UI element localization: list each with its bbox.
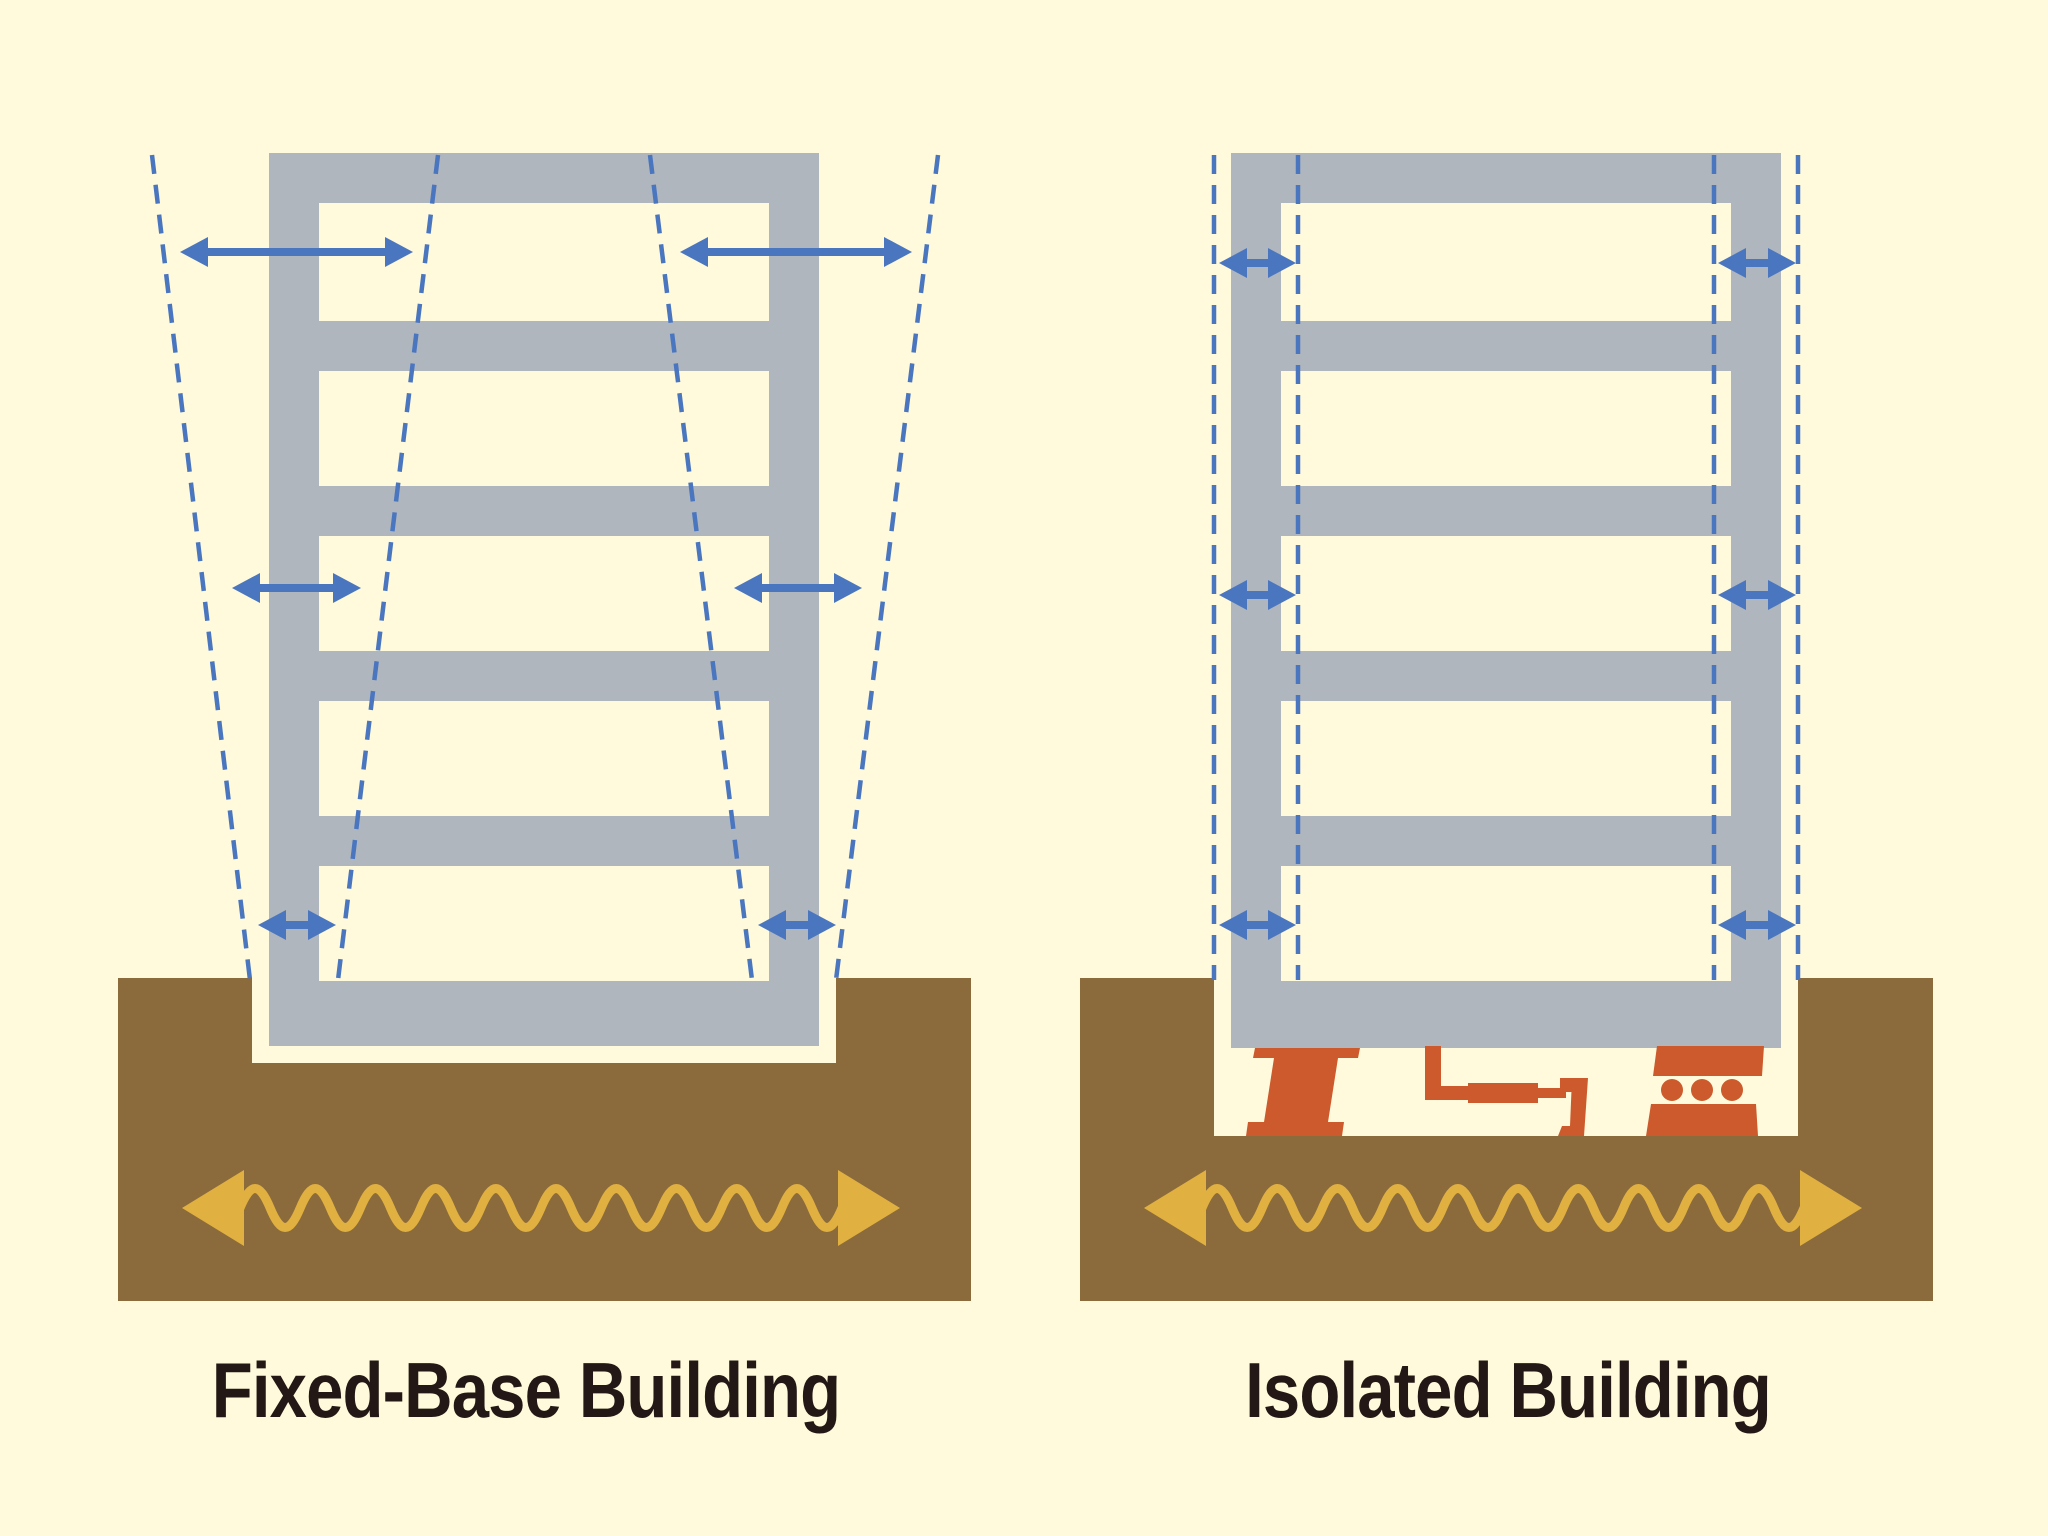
displacement-arrow-mid-left-head-right	[1268, 580, 1296, 610]
deflection-line-left-inner	[335, 154, 441, 981]
displacement-arrow-top-left	[1219, 248, 1296, 278]
damper-upper-bracket	[1425, 1046, 1441, 1098]
displacement-arrow-top-right-head-left	[680, 237, 708, 267]
fixed-building-floor-beam	[269, 651, 819, 701]
displacement-arrow-bottom-left-head-left	[258, 910, 286, 940]
displacement-arrow-mid-right	[734, 573, 862, 603]
displacement-arrow-bottom-right-head-left	[758, 910, 786, 940]
ground-motion-arrow-left	[1144, 1170, 1206, 1246]
fixed-base-building-label: Fixed-Base Building	[211, 1346, 841, 1434]
displacement-arrow-mid-left	[1219, 580, 1296, 610]
displacement-arrow-bottom-right-head-right	[1768, 910, 1796, 940]
ground-motion-arrow-left	[182, 1170, 244, 1246]
isolated-building-right-column	[1731, 153, 1781, 1008]
displacement-arrow-top-left-head-right	[385, 237, 413, 267]
displacement-arrow-mid-right-head-right	[834, 573, 862, 603]
ground-motion-left	[182, 1170, 900, 1246]
displacement-arrow-bottom-left-head-right	[1268, 910, 1296, 940]
displacement-arrow-mid-left-head-left	[1219, 580, 1247, 610]
displacement-arrow-mid-right-head-right	[1768, 580, 1796, 610]
displacement-arrow-bottom-left	[1219, 910, 1296, 940]
displacement-arrow-top-right-head-right	[884, 237, 912, 267]
fixed-building-floor-beam	[269, 321, 819, 371]
fixed-base-panel	[118, 153, 971, 1301]
roller-bearing	[1646, 1046, 1764, 1136]
displacement-arrow-bottom-left	[258, 910, 336, 940]
displacement-arrow-top-left-head-left	[180, 237, 208, 267]
deflection-line-left-outer	[149, 154, 253, 981]
displacement-arrow-bottom-left-head-left	[1219, 910, 1247, 940]
displacement-arrow-top-right-head-right	[1768, 248, 1796, 278]
damper-upper-arm	[1425, 1086, 1471, 1100]
roller-ball	[1721, 1079, 1743, 1101]
fixed-building-left-column	[269, 153, 319, 1046]
displacement-arrow-mid-left-head-right	[333, 573, 361, 603]
deflection-line-right-outer	[833, 154, 941, 981]
deflection-line-right-inner	[647, 154, 755, 981]
ground-motion-right	[1144, 1170, 1862, 1246]
displacement-arrow-top-right	[680, 237, 912, 267]
isolated-building-base-beam	[1231, 981, 1781, 1048]
displacement-arrow-mid-left-head-left	[232, 573, 260, 603]
isolated-building-floor-beam	[1231, 816, 1781, 866]
displacement-arrow-top-left-head-right	[1268, 248, 1296, 278]
isolated-panel	[1080, 153, 1933, 1301]
ground-motion-wave	[235, 1184, 847, 1232]
isolated-building-roof-beam	[1231, 153, 1781, 203]
seismic-isolators	[1246, 1046, 1764, 1136]
fixed-building-floor-beam	[269, 816, 819, 866]
displacement-arrow-top-left-head-left	[1219, 248, 1247, 278]
displacement-arrow-top-right-head-left	[1718, 248, 1746, 278]
displacement-arrow-bottom-left-head-right	[308, 910, 336, 940]
displacement-arrow-top-right	[1718, 248, 1796, 278]
elastomeric-bearing	[1246, 1048, 1360, 1136]
displacement-arrow-mid-right-head-left	[1718, 580, 1746, 610]
roller-ball	[1661, 1079, 1683, 1101]
damper-rod	[1536, 1088, 1566, 1098]
displacement-arrow-mid-left	[232, 573, 361, 603]
ground-motion-wave	[1197, 1184, 1809, 1232]
isolated-building-label: Isolated Building	[1245, 1346, 1772, 1434]
displacement-arrow-bottom-right-head-left	[1718, 910, 1746, 940]
isolated-building-floor-beam	[1231, 651, 1781, 701]
ground-motion-arrow-right	[1800, 1170, 1862, 1246]
fixed-building-floor-beam	[269, 486, 819, 536]
damper	[1425, 1046, 1588, 1136]
displacement-arrow-bottom-right	[758, 910, 836, 940]
displacement-arrow-top-left	[180, 237, 413, 267]
roller-bearing-bottom-plate	[1646, 1104, 1758, 1136]
roller-ball	[1691, 1079, 1713, 1101]
damper-cylinder	[1468, 1083, 1538, 1103]
displacement-arrow-bottom-right	[1718, 910, 1796, 940]
isolated-building-floor-beam	[1231, 321, 1781, 371]
damper-lower-bracket	[1558, 1078, 1588, 1136]
isolated-building-floor-beam	[1231, 486, 1781, 536]
ground-motion-arrow-right	[838, 1170, 900, 1246]
fixed-building-right-column	[769, 153, 819, 1046]
displacement-arrow-mid-right	[1718, 580, 1796, 610]
fixed-building-roof-beam	[269, 153, 819, 203]
displacement-arrow-mid-right-head-left	[734, 573, 762, 603]
displacement-arrow-bottom-right-head-right	[808, 910, 836, 940]
isolated-building-left-column	[1231, 153, 1281, 1008]
roller-bearing-top-plate	[1653, 1046, 1764, 1076]
fixed-building-base-beam	[269, 981, 819, 1046]
